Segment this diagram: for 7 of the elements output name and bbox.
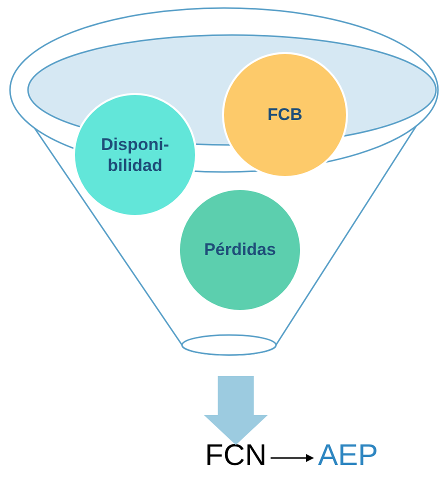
arrow (270, 454, 314, 462)
node-label: FCB (266, 104, 304, 126)
node-label: Disponi-bilidad (100, 134, 170, 176)
block-arrow (204, 376, 268, 445)
node-label: Pérdidas (203, 239, 277, 261)
result-label: AEP (318, 444, 378, 468)
result-label: FCN (205, 444, 267, 468)
